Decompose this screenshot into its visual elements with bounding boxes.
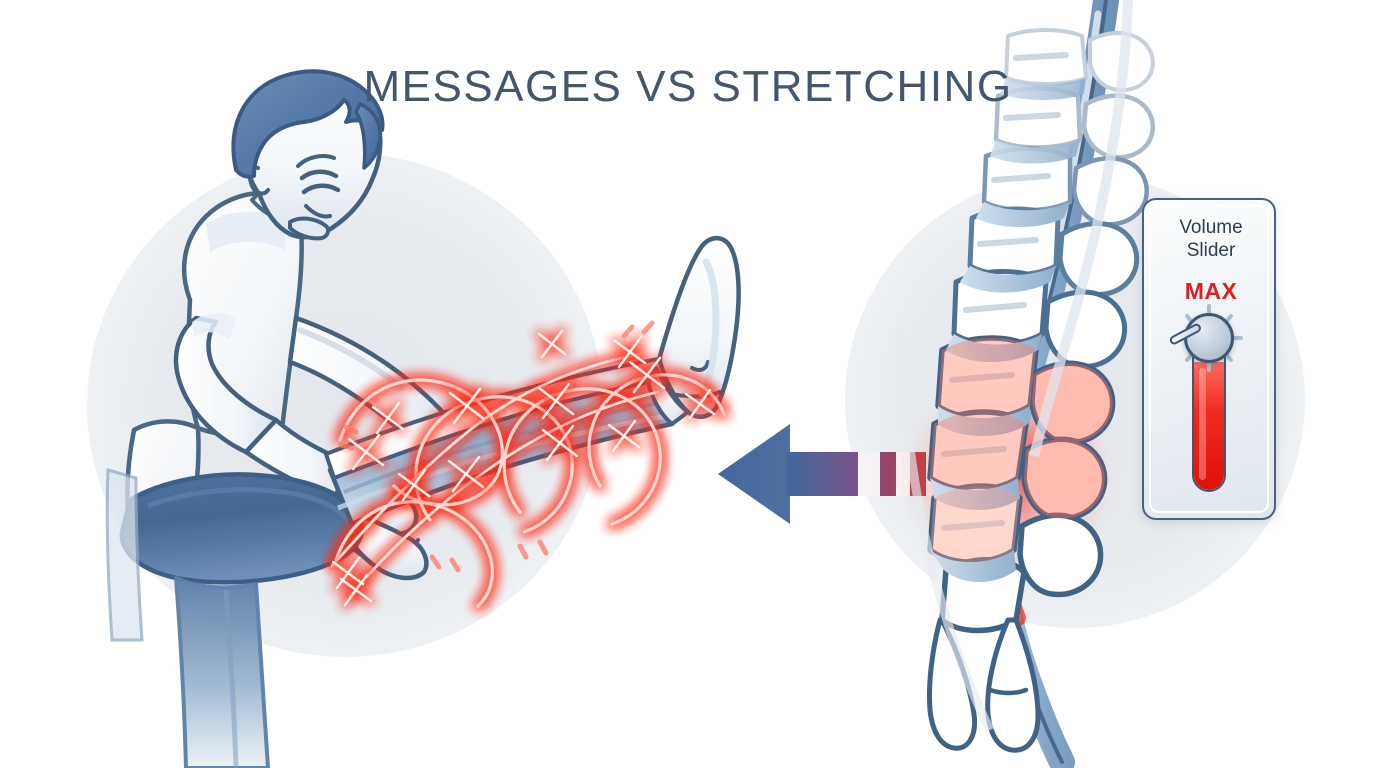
volume-slider-title-line1: Volume — [1179, 217, 1243, 238]
volume-slider-knob[interactable] — [1184, 313, 1234, 363]
lumbar-spine-figure — [890, 0, 1156, 768]
volume-level-badge: MAX — [1184, 278, 1238, 304]
volume-slider-title-line2: Slider — [1186, 240, 1236, 261]
intervertebral-discs — [930, 78, 1086, 582]
volume-slider-fill — [1194, 362, 1224, 490]
barb-clusters — [330, 328, 717, 608]
volume-slider-title: Volume Slider — [1144, 216, 1278, 262]
sacrum — [985, 617, 1041, 753]
pain-sparks — [338, 320, 655, 573]
volume-slider-knob-group[interactable] — [1168, 304, 1243, 372]
barbed-wire-nerve-pain-overlay — [329, 320, 728, 610]
volume-slider-panel[interactable]: Volume Slider MAX — [1142, 198, 1276, 520]
page-title: MESSAGES VS STRETCHING — [363, 62, 1013, 111]
